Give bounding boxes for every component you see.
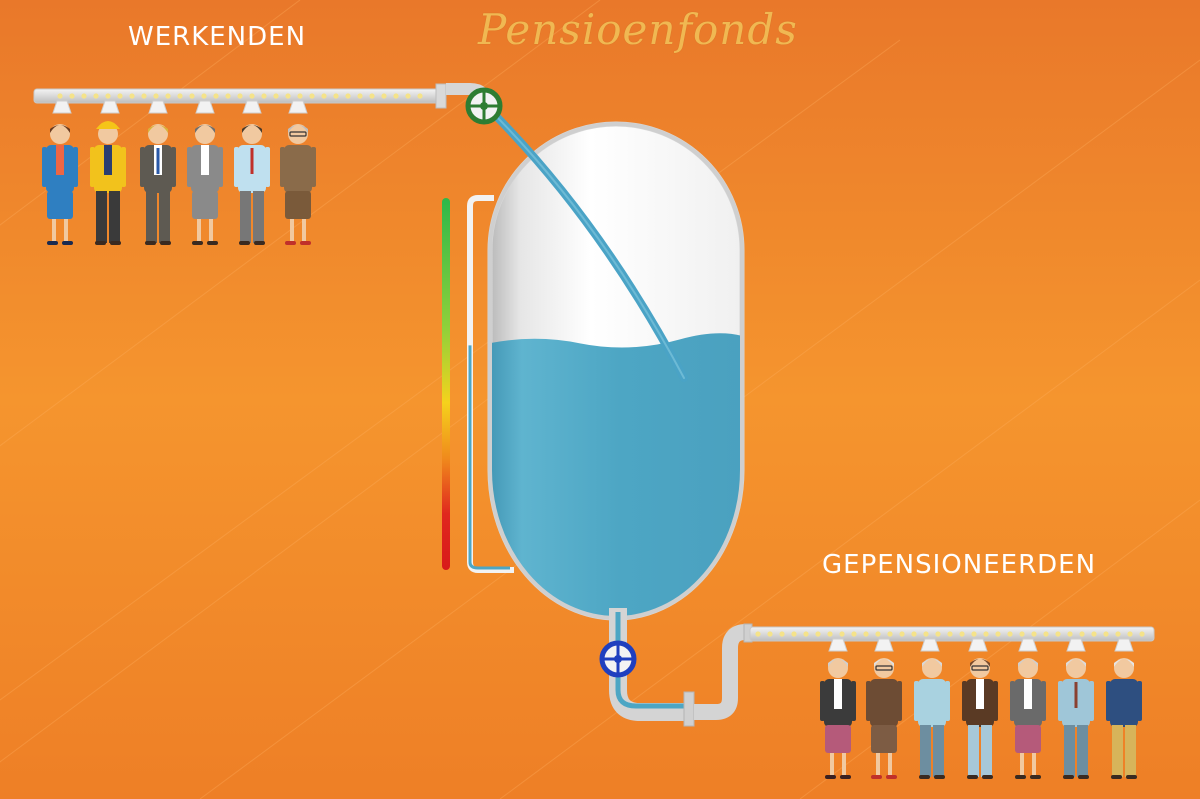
- person-figure: [1106, 658, 1142, 779]
- person-figure: [1010, 658, 1046, 779]
- sprinkler-head: [828, 638, 848, 652]
- inflow-pipe: [33, 83, 492, 112]
- sprinkler-head: [968, 638, 988, 652]
- sprinkler-head: [195, 100, 215, 114]
- sprinkler-head: [242, 100, 262, 114]
- sprinkler-head: [100, 100, 120, 114]
- person-figure: [187, 124, 223, 245]
- sprinkler-head: [288, 100, 308, 114]
- person-figure: [42, 124, 78, 245]
- level-gauge-bar: [442, 198, 450, 570]
- valve-wheel-icon[interactable]: [599, 640, 637, 678]
- person-figure: [280, 124, 316, 245]
- person-figure: [1058, 658, 1094, 779]
- person-figure: [914, 658, 950, 779]
- person-figure: [866, 658, 902, 779]
- sprinkler-head: [920, 638, 940, 652]
- level-tube: [467, 195, 514, 573]
- tank-water: [490, 333, 742, 618]
- retirees-label: GEPENSIONEERDEN: [822, 550, 1097, 580]
- person-figure: [90, 121, 126, 245]
- top-sprinklers: [52, 100, 308, 114]
- bottom-sprinklers: [828, 638, 1134, 652]
- person-figure: [140, 124, 176, 245]
- workers-label: WERKENDEN: [128, 22, 307, 52]
- sprinkler-head: [1018, 638, 1038, 652]
- sprinkler-head: [1066, 638, 1086, 652]
- person-figure: [962, 658, 998, 779]
- title-pensioenfonds: Pensioenfonds: [478, 5, 798, 54]
- valve-wheel-icon[interactable]: [465, 87, 503, 125]
- sprinkler-head: [1114, 638, 1134, 652]
- retirees-group: [820, 658, 1142, 779]
- outflow-pipe: [609, 608, 1155, 727]
- person-figure: [234, 124, 270, 245]
- sprinkler-head: [148, 100, 168, 114]
- sprinkler-head: [52, 100, 72, 114]
- person-figure: [820, 658, 856, 779]
- fund-tank: [487, 121, 745, 621]
- workers-group: [42, 121, 316, 245]
- sprinkler-head: [874, 638, 894, 652]
